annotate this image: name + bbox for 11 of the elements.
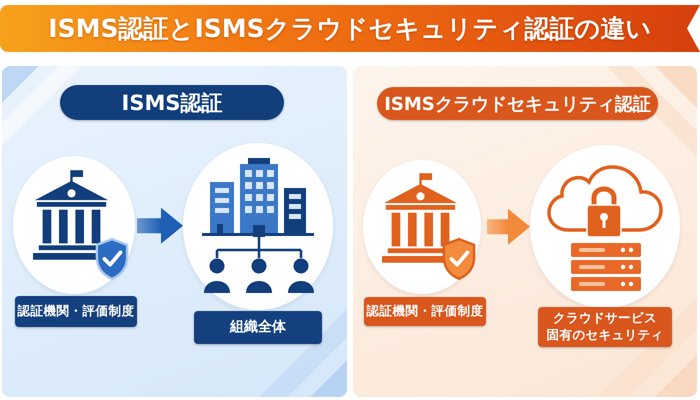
arrow bbox=[487, 208, 530, 245]
panel bbox=[2, 66, 347, 397]
heading-pill: ISMSクラウドセキュリティ認証 bbox=[377, 87, 658, 120]
label-box: 認証機関・評価制度 bbox=[15, 296, 137, 327]
label-box: クラウドサービス固有のセキュリティ bbox=[538, 307, 672, 347]
label-box: 認証機関・評価制度 bbox=[364, 297, 486, 326]
arrow bbox=[137, 208, 183, 244]
panel bbox=[353, 66, 697, 397]
label-box: 組織全体 bbox=[194, 311, 322, 344]
title-banner: ISMS認証とISMSクラウドセキュリティ認証の違い bbox=[0, 5, 700, 52]
heading-pill: ISMS認証 bbox=[60, 85, 284, 120]
